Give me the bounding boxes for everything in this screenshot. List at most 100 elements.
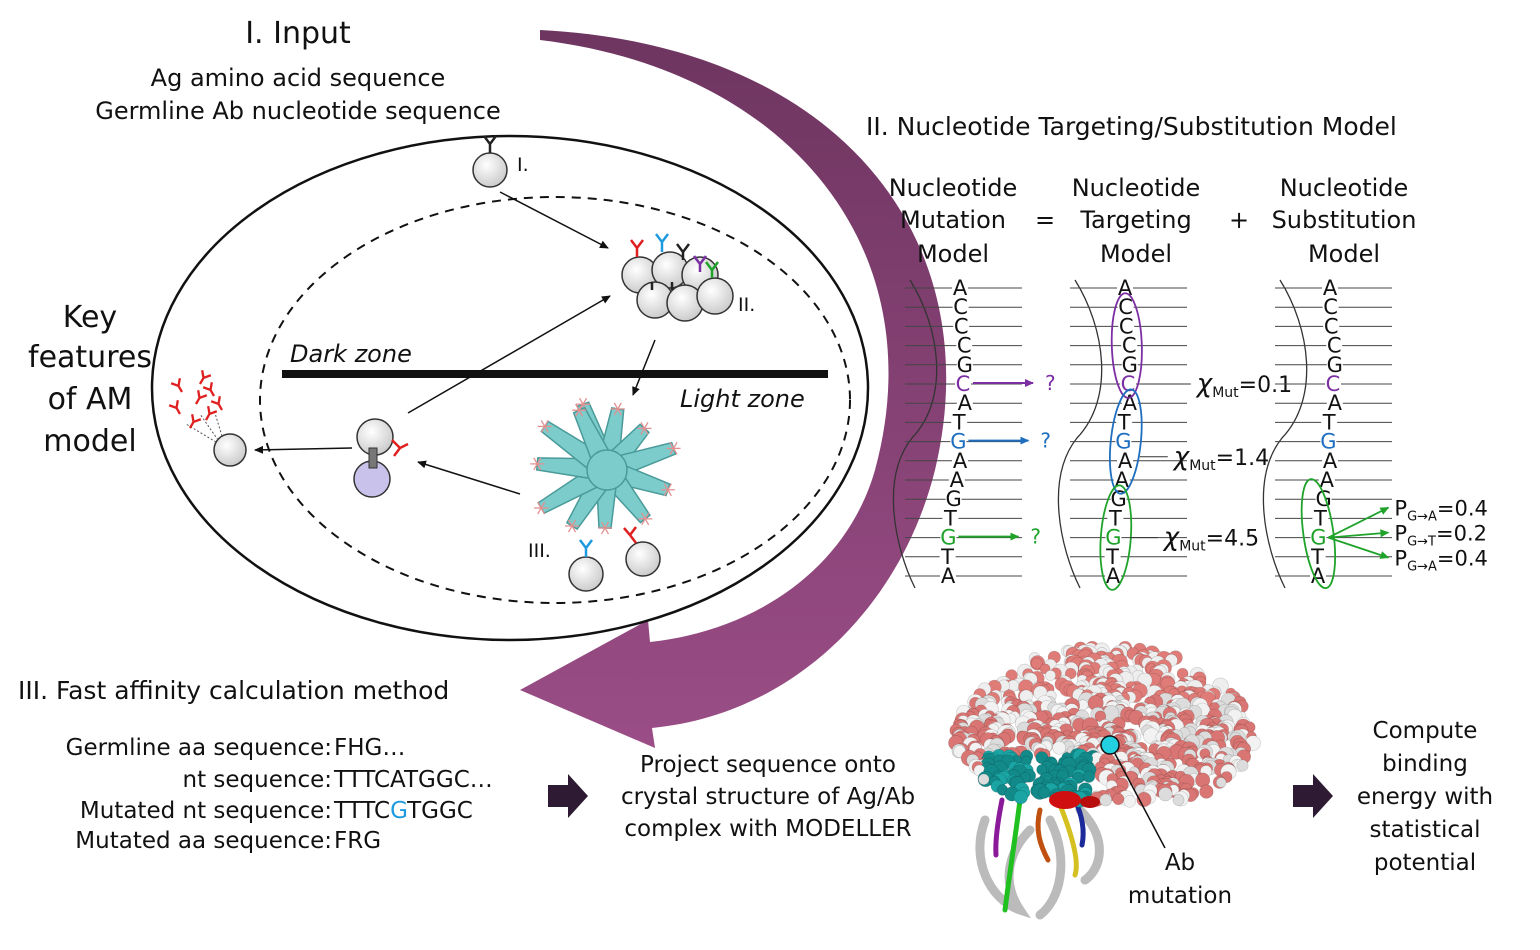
base-letter: C — [953, 295, 968, 319]
equals-sign: = — [1034, 206, 1056, 234]
seq-row-mutated-nt-value: TTTCGTGGC — [334, 798, 473, 824]
backbone — [1262, 279, 1308, 589]
chi-label: χMut=0.1 — [1195, 369, 1292, 401]
base-letter: C — [1118, 295, 1133, 319]
key-features-line2: features — [28, 340, 152, 375]
atom-sphere — [1215, 777, 1227, 788]
flow-arc-arrow — [520, 30, 947, 748]
atom-sphere — [1045, 669, 1057, 681]
prob-label: PG→T=0.2 — [1394, 522, 1487, 550]
question-mark: ? — [1045, 371, 1056, 395]
antibody-glyph — [189, 414, 202, 429]
base-letter: T — [952, 410, 966, 434]
model1-line1: Nucleotide — [888, 174, 1018, 202]
base-letter: G — [1115, 430, 1131, 454]
base-letter: C — [1327, 334, 1342, 358]
antigen-spike — [666, 441, 681, 455]
section-three-title: III. Fast affinity calculation method — [18, 676, 450, 705]
base-letter: G — [1105, 526, 1121, 550]
compute-line1: Compute — [1372, 718, 1478, 744]
protein-structure — [948, 640, 1261, 920]
seq-row-nt: nt sequence: — [182, 767, 333, 793]
atom-sphere — [1123, 794, 1137, 808]
antibody-glyph — [205, 406, 218, 421]
antibody-glyph — [170, 378, 183, 393]
key-features-line4: model — [43, 424, 137, 459]
base-letter: T — [1105, 545, 1119, 569]
base-letter: T — [1310, 545, 1324, 569]
base-letter: C — [954, 314, 969, 338]
base-letter: T — [1117, 410, 1131, 434]
antigen-spike — [660, 483, 675, 497]
seq-row-mutated-nt: Mutated nt sequence: — [79, 798, 332, 824]
model3-line2: Substitution — [1271, 206, 1417, 234]
targeting-ellipse — [1099, 484, 1133, 591]
backbone — [1057, 279, 1103, 589]
secreted-antibodies — [168, 370, 223, 429]
plasma-cell — [185, 409, 247, 467]
stage-label-i: I. — [517, 154, 529, 176]
protein-ribbon — [993, 797, 1005, 858]
model2-line2: Targeting — [1080, 206, 1192, 234]
base-letter: T — [940, 545, 954, 569]
protein-ribbon — [1075, 805, 1104, 885]
base-letter: C — [957, 334, 972, 358]
protein-ribbon — [1035, 807, 1051, 863]
protein-ribbon — [1035, 815, 1066, 920]
protein-ribbon — [1002, 797, 1023, 913]
base-letter: C — [1324, 314, 1339, 338]
antibody-glyph — [210, 396, 223, 411]
project-line3: complex with MODELLER — [624, 816, 912, 842]
stage-label-ii: II. — [738, 294, 756, 316]
antigen-spike — [637, 421, 652, 435]
antigen-spike — [610, 402, 625, 416]
backbone — [892, 279, 938, 589]
germinal-center-ellipse — [150, 134, 870, 642]
model2-line1: Nucleotide — [1071, 174, 1201, 202]
antigen-spike — [530, 457, 545, 471]
dark-zone-label: Dark zone — [290, 340, 412, 368]
seq-row-mutated-aa: Mutated aa sequence: — [75, 828, 332, 854]
base-letter: G — [940, 526, 956, 550]
project-line1: Project sequence onto — [640, 752, 896, 778]
base-letter: G — [950, 430, 966, 454]
base-letter: G — [1327, 353, 1343, 377]
dendritic-cell-body — [586, 449, 628, 491]
base-letter: A — [1320, 468, 1335, 492]
base-letter: A — [1323, 449, 1338, 473]
targeting-ellipse — [1110, 292, 1143, 399]
base-letter: C — [956, 372, 971, 396]
seq-row-germline-aa-value: FHG… — [334, 735, 406, 761]
atom-sphere — [978, 773, 990, 785]
model3-line1: Nucleotide — [1279, 174, 1409, 202]
compute-line4: statistical — [1369, 817, 1481, 843]
base-letter: G — [945, 487, 961, 511]
seq-row-germline-aa: Germline aa sequence: — [65, 735, 332, 761]
model3-line3: Model — [1307, 240, 1381, 268]
base-letter: A — [950, 468, 965, 492]
inner-dashed-ellipse — [259, 196, 851, 604]
mutated-base: G — [390, 798, 408, 824]
base-letter: A — [1106, 564, 1121, 588]
base-letter: A — [953, 449, 968, 473]
chi-label: χMut=1.4 — [1172, 442, 1269, 474]
prob-label: PG→A=0.4 — [1394, 497, 1488, 525]
base-letter: C — [1119, 314, 1134, 338]
stage-label-iii: III. — [528, 540, 551, 562]
chi-label: χMut=4.5 — [1162, 523, 1259, 555]
antibody-glyph — [199, 370, 212, 385]
dendritic-cell — [530, 397, 681, 535]
atom-sphere — [1013, 789, 1028, 805]
antigen-spike — [572, 403, 587, 417]
base-letter: A — [1328, 391, 1343, 415]
antigen-spike — [597, 521, 612, 535]
sequence-ladders: ACCCGCATGAAGTGTA???ACCCGCATGAAGTGTAχMut=… — [892, 276, 1488, 591]
compute-line2: binding — [1382, 751, 1468, 777]
base-letter: G — [1122, 353, 1138, 377]
stage-two-antibodies — [630, 233, 719, 290]
atom-sphere — [1037, 786, 1051, 799]
